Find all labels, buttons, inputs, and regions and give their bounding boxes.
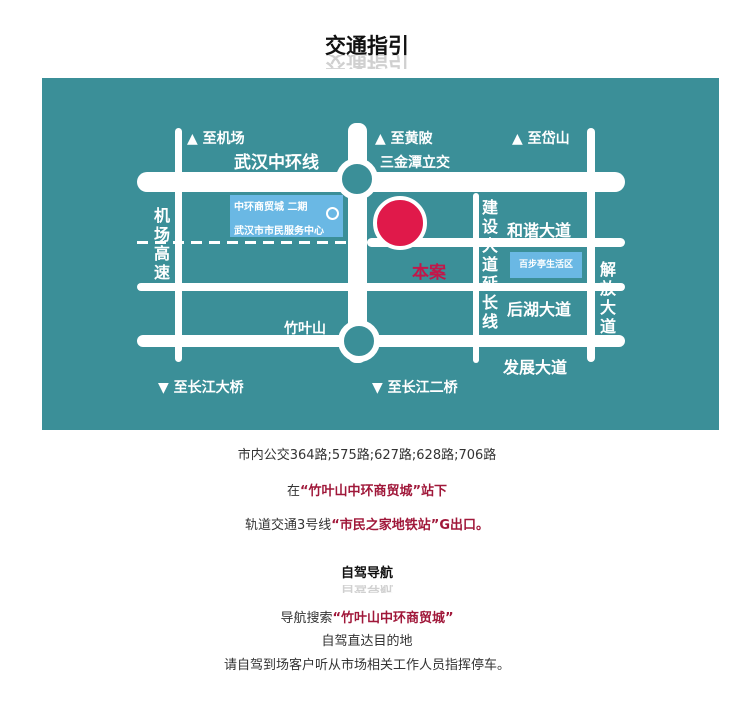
label-airport-expressway: 机场高速 [153,206,170,282]
stop-name: “竹叶山中环商贸城” [299,484,422,499]
mall-box: 中环商贸城 二期 武汉市市民服务中心 [230,195,343,237]
mall-label: 中环商贸城 二期 [234,202,308,213]
driving-line2: 自驾直达目的地 [321,634,413,649]
road-fazhan [137,335,625,347]
nav-prefix: 导航搜索 [280,611,333,626]
roundabout-zhuyeshan [338,320,380,362]
metro-name: “市民之家地铁站” [331,518,440,533]
label-zhuyeshan: 竹叶山 [284,321,326,337]
page-title: 交通指引 [325,34,409,58]
label-daishan: ▲ 至岱山 [512,131,570,147]
road-houhu [137,283,625,291]
label-houhu: 后湖大道 [507,300,572,319]
nav-search: 导航搜索“竹叶山中环商贸城” [0,607,734,626]
label-jianshe: 建设大道延长线 [481,198,498,331]
project-label: 本案 [412,263,446,283]
road-airport [175,128,182,362]
stop-prefix: 在 [286,484,300,499]
baibuting-box: 百步亭生活区 [510,252,582,278]
driving-line3: 请自驾到场客户听从市场相关工作人员指挥停车。 [223,658,510,673]
label-fazhan: 发展大道 [503,358,568,377]
label-huangpi: ▲ 至黄陂 [375,131,433,147]
road-jianshe [473,193,479,363]
roundabout-sanjintan [336,158,378,200]
stop-suffix: 站下 [421,484,448,499]
label-hexie: 和谐大道 [507,221,572,240]
driving-title: 自驾导航 [340,566,393,581]
label-yangtze-bridge: ▼ 至长江大桥 [158,380,244,396]
bus-routes: 市内公交364路;575路;627路;628路;706路 [237,448,497,463]
metro-line [137,241,387,244]
label-sanjintan: 三金潭立交 [380,155,450,171]
traffic-map: 中环商贸城 二期 武汉市市民服务中心 百步亭生活区 本案 ▲ 至机场 ▲ 至黄陂… [42,78,719,430]
citizen-center-label: 武汉市市民服务中心 [234,226,324,237]
label-ring-road: 武汉中环线 [234,153,319,173]
road-jiefang [587,128,595,362]
label-airport: ▲ 至机场 [187,131,245,147]
project-marker [373,196,427,250]
bus-stop: 在“竹叶山中环商贸城”站下 [0,480,734,499]
label-jiefang: 解放大道 [599,260,616,336]
metro-info: 轨道交通3号线“市民之家地铁站”G出口。 [0,514,734,533]
label-yangtze-bridge2: ▼ 至长江二桥 [372,380,458,396]
road-ring [137,172,625,192]
road-hexie [367,238,625,247]
metro-prefix: 轨道交通3号线 [244,518,332,533]
title-reflection: 交通指引 [325,55,409,69]
metro-suffix: G出口。 [439,518,490,533]
metro-station-icon [326,207,339,220]
nav-name: “竹叶山中环商贸城” [332,611,454,626]
driving-title-reflection: 自驾导航 [340,585,393,593]
